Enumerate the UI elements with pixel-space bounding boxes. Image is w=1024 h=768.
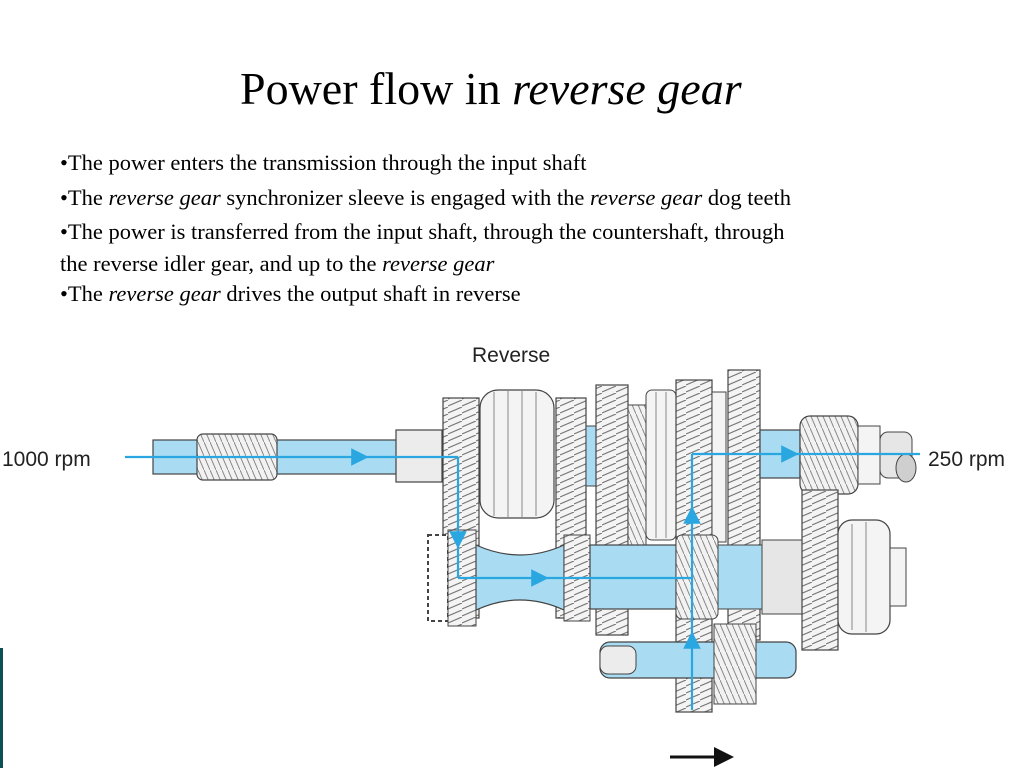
bullet-item: •The power is transferred from the input… (60, 215, 1000, 250)
bullet-text: the reverse idler gear, and up to the (60, 250, 383, 276)
bullet-item: •The reverse gear synchronizer sleeve is… (60, 181, 1000, 216)
transmission-diagram: Reverse (0, 344, 1024, 767)
bullet-emphasis: reverse gear (108, 280, 221, 306)
bullet-text: synchronizer sleeve is engaged with the (220, 184, 590, 210)
bullet-emphasis: reverse gear (382, 250, 495, 276)
slide-title: Power flow in reverse gear (240, 62, 742, 115)
input-rpm-label: 1000 rpm (2, 448, 91, 471)
bullet-item: •The power enters the transmission throu… (60, 146, 1000, 181)
title-plain: Power flow in (240, 63, 513, 114)
reverse-idler (599, 623, 797, 705)
power-flow-path (125, 445, 920, 710)
slide-edge-accent (0, 648, 3, 768)
bullet-text: drives the output shaft in reverse (220, 280, 521, 306)
reverse-label: Reverse (472, 344, 550, 367)
title-italic: reverse gear (512, 63, 742, 114)
bullet-list: •The power enters the transmission throu… (60, 146, 1000, 311)
direction-arrow (670, 747, 734, 767)
bullet-text: •The (60, 280, 109, 306)
bullet-text: •The power is transferred from the input… (60, 219, 785, 244)
output-rpm-label: 250 rpm (928, 448, 1005, 471)
bullet-item: the reverse idler gear, and up to the re… (60, 250, 1000, 277)
bullet-text: •The (60, 184, 109, 210)
bullet-text: •The power enters the transmission throu… (60, 150, 587, 175)
bullet-emphasis: reverse gear (108, 184, 221, 210)
bullet-emphasis: reverse gear (590, 184, 703, 210)
bullet-text: dog teeth (702, 184, 791, 210)
bullet-item: •The reverse gear drives the output shaf… (60, 277, 1000, 312)
